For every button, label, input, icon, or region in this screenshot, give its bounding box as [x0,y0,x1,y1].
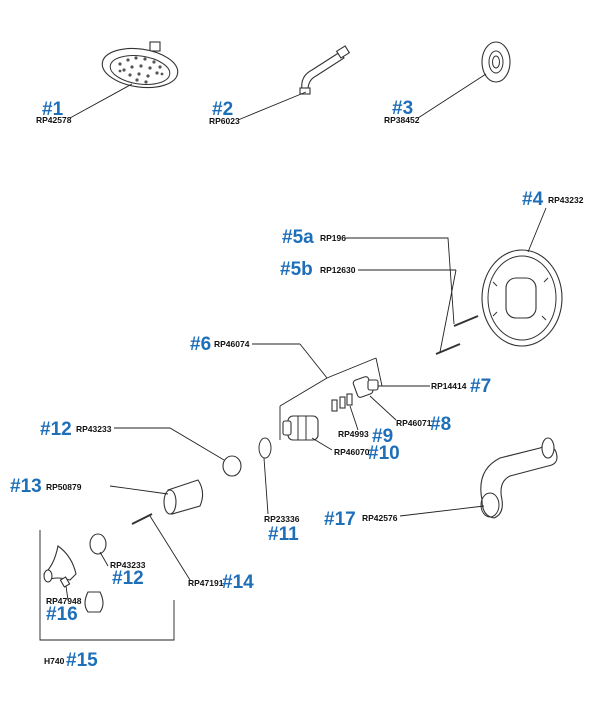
callout-11-part: RP23336 [264,514,300,524]
handle-part [43,545,77,583]
stop-part [352,376,379,398]
callout-10-number: #10 [368,443,400,464]
callout-7-part: RP14414 [431,381,467,391]
callout-15-number: #15 [66,650,98,671]
callout-2-part: RP6023 [209,116,240,126]
callout-1-number: #1 [42,99,64,120]
callout-14-number: #14 [222,572,254,593]
shower-head-part [101,41,179,89]
callout-2-number: #2 [212,99,233,120]
handle-ring-part [89,533,107,555]
callout-5a-part: RP196 [320,233,346,243]
callout-8-number: #8 [430,414,451,435]
leader-lines [65,73,547,601]
screw-parts [435,315,479,355]
callout-4-number: #4 [522,189,544,210]
callout-10-part: RP46070 [334,447,370,457]
callout-5a-number: #5a [282,227,314,248]
handle-cap-part [84,591,104,613]
callout-9-part: RP4993 [338,429,369,439]
sleeve-part [163,479,204,515]
callout-17-number: #17 [324,509,356,530]
callout-13-number: #13 [10,476,42,497]
ring-part [222,455,242,477]
stem-extension-part [131,513,153,525]
shower-arm-part [299,45,351,95]
set-screw-part [59,576,71,588]
callout-3-part: RP38452 [384,115,420,125]
callout-14-part: RP47191 [188,578,224,588]
callout-4-part: RP43232 [548,195,584,205]
callout-8-part: RP46071 [396,418,432,428]
cartridge-screw-parts [331,393,353,412]
callout-12-part: RP43233 [76,424,112,434]
cartridge-part [282,415,319,441]
callout-9-number: #9 [372,426,393,447]
callout-7-number: #7 [470,376,491,397]
callout-12-handle-ring-part: RP43233 [110,560,146,570]
callout-6-part: RP46074 [214,339,250,349]
flange-part [481,41,511,83]
callout-3-number: #3 [392,98,413,119]
callout-16-number: #16 [46,604,78,625]
tub-spout-part [480,437,558,519]
callout-1-part: RP42578 [36,115,72,125]
callout-16-part: RP47948 [46,596,82,606]
escutcheon-plate-part [481,249,563,347]
o-ring-part [258,437,272,459]
callout-5b-number: #5b [280,259,313,280]
callout-15-part: H740 [44,656,65,666]
handle-kit-bracket [39,530,175,641]
callout-6-number: #6 [190,334,211,355]
callout-12-number: #12 [40,419,72,440]
callout-13-part: RP50879 [46,482,82,492]
callout-17-part: RP42576 [362,513,398,523]
callout-5b-part: RP12630 [320,265,356,275]
callout-11-number: #11 [268,524,299,545]
callout-12-handle-ring-number: #12 [112,568,144,589]
